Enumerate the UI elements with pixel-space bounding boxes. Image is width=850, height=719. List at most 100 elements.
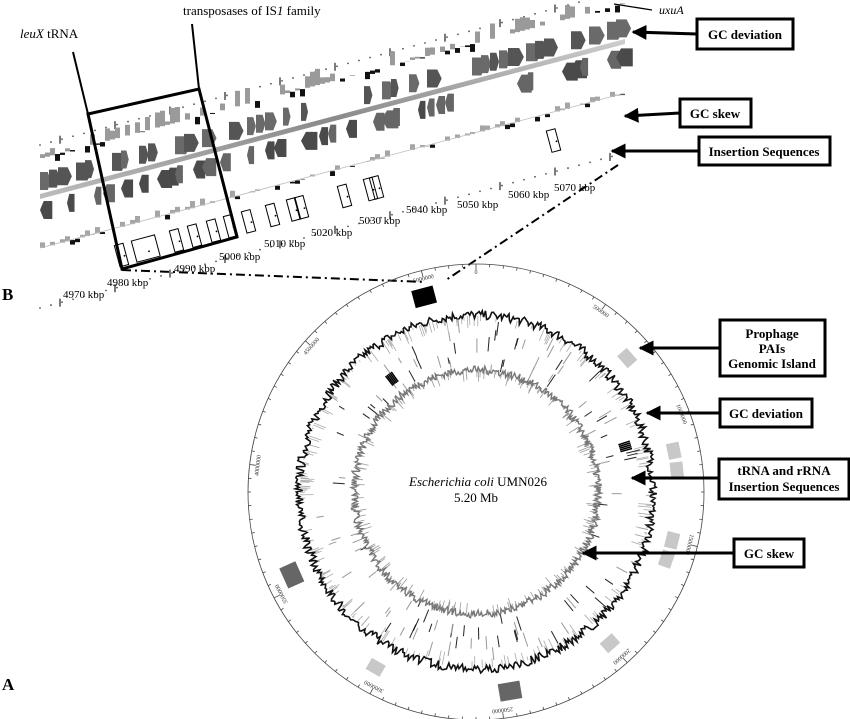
genome-axis-band bbox=[40, 38, 625, 199]
callout-b-gc-deviation-text: GC deviation bbox=[708, 27, 783, 42]
scale-dotted-top bbox=[39, 144, 41, 146]
trna-is-mark bbox=[341, 571, 352, 579]
scale-dotted-bottom bbox=[336, 228, 338, 231]
gene-arrow-forward bbox=[544, 38, 558, 57]
trna-is-mark bbox=[591, 554, 599, 560]
trna-is-mark bbox=[485, 636, 488, 650]
gc-skew-spike bbox=[527, 384, 534, 394]
gc-dev-bar bbox=[165, 121, 170, 125]
callout-a-prophage-line2: PAIs bbox=[759, 341, 785, 356]
scale-tick bbox=[369, 688, 374, 695]
gc-deviation-spike bbox=[344, 374, 350, 380]
trna-is-mark bbox=[513, 622, 519, 636]
gc-dev-bar bbox=[410, 57, 415, 60]
callout-a-trna-is: tRNA and rRNA Insertion Sequences bbox=[630, 457, 850, 501]
gc-skew-bar bbox=[335, 165, 340, 170]
gene-arrow-reverse bbox=[40, 201, 53, 219]
gc-dev-bar bbox=[400, 62, 405, 67]
gc-skew-bar bbox=[555, 106, 560, 112]
gc-deviation-spike bbox=[643, 509, 652, 511]
gc-dev-bar bbox=[530, 20, 535, 29]
scale-tick bbox=[529, 270, 531, 274]
scale-dotted-bottom bbox=[578, 164, 580, 167]
scale-dotted-bottom bbox=[61, 301, 63, 304]
gc-dev-bar bbox=[170, 107, 175, 124]
trna-is-mark bbox=[616, 566, 628, 574]
gc-deviation-spike bbox=[618, 394, 624, 399]
gc-deviation-spike bbox=[491, 658, 494, 668]
scale-tick bbox=[288, 619, 292, 622]
scale-dotted-top bbox=[578, 1, 580, 4]
is-dot bbox=[250, 221, 253, 224]
trna-is-mark bbox=[449, 359, 452, 368]
gc-deviation-spike bbox=[604, 595, 614, 603]
scale-dotted-top bbox=[424, 42, 426, 44]
gc-skew-bar bbox=[85, 230, 90, 237]
gc-dev-bar bbox=[490, 23, 495, 39]
gc-skew-bar bbox=[620, 94, 625, 96]
callout-a-prophage: Prophage PAIs Genomic Island bbox=[638, 318, 827, 378]
gc-skew-bar bbox=[235, 196, 240, 200]
scale-tick bbox=[686, 571, 690, 574]
island-block bbox=[664, 531, 681, 550]
trna-is-mark bbox=[375, 395, 383, 402]
gc-dev-bar bbox=[200, 107, 205, 116]
trna-is-mark bbox=[352, 537, 365, 544]
gc-dev-bar bbox=[520, 17, 525, 31]
gc-skew-spike bbox=[588, 517, 596, 520]
scale-dotted-top bbox=[292, 77, 294, 79]
gc-deviation-spike bbox=[420, 324, 426, 337]
gc-deviation-spike bbox=[618, 396, 625, 401]
gc-deviation-spike bbox=[520, 652, 525, 662]
scale-tick bbox=[394, 702, 397, 706]
gc-dev-bar bbox=[415, 56, 420, 59]
kbp-label: 5010 kbp bbox=[264, 238, 306, 250]
gc-dev-bar bbox=[210, 112, 215, 114]
scale-tick bbox=[668, 608, 672, 611]
gc-deviation-spike bbox=[385, 340, 390, 347]
trna-is-mark bbox=[412, 627, 419, 640]
gc-deviation-spike bbox=[526, 656, 529, 661]
scale-tick bbox=[690, 423, 694, 426]
gc-deviation-spike bbox=[431, 321, 436, 331]
gc-skew-bar bbox=[510, 123, 515, 128]
scale-tick bbox=[421, 710, 423, 714]
gc-skew-bar bbox=[200, 198, 205, 206]
callout-a-prophage-line3: Genomic Island bbox=[728, 356, 817, 371]
trna-is-mark bbox=[448, 331, 451, 342]
scale-dotted-bottom bbox=[292, 240, 294, 242]
scale-dotted-bottom bbox=[50, 304, 52, 306]
gc-skew-bar bbox=[50, 241, 55, 246]
gc-dev-bar bbox=[470, 44, 475, 52]
scale-dotted-bottom bbox=[611, 155, 613, 158]
scale-dotted-bottom bbox=[622, 152, 624, 155]
gc-deviation-spike bbox=[320, 409, 329, 415]
gc-deviation-spike bbox=[634, 534, 647, 538]
scale-tick bbox=[262, 410, 266, 413]
gc-skew-spike bbox=[356, 467, 361, 470]
trna-is-mark bbox=[502, 359, 505, 368]
trna-is-mark bbox=[522, 632, 529, 647]
gc-skew-spike bbox=[560, 572, 565, 577]
gc-skew-spike bbox=[466, 602, 468, 614]
gc-dev-bar bbox=[320, 77, 325, 84]
uxuA-leader bbox=[613, 3, 653, 11]
scale-tick bbox=[580, 691, 583, 695]
gc-dev-bar bbox=[305, 76, 310, 88]
scale-dotted-bottom bbox=[435, 202, 437, 204]
trna-is-mark bbox=[627, 452, 638, 457]
gc-skew-spike bbox=[446, 373, 450, 381]
gene-arrow-forward bbox=[364, 86, 373, 105]
scale-tick bbox=[296, 351, 300, 354]
scale-dotted-bottom bbox=[281, 242, 283, 245]
gc-deviation-spike bbox=[428, 322, 433, 333]
gc-skew-bar bbox=[495, 124, 500, 128]
trna-is-mark bbox=[596, 415, 608, 422]
trna-is-mark bbox=[455, 636, 458, 649]
gc-deviation-spike bbox=[308, 437, 320, 442]
gc-dev-bar bbox=[595, 10, 600, 13]
scale-dotted-bottom bbox=[424, 205, 426, 207]
gc-deviation-spike bbox=[313, 422, 327, 429]
gene-arrow-reverse bbox=[166, 167, 179, 186]
scale-dotted-top bbox=[446, 36, 448, 39]
